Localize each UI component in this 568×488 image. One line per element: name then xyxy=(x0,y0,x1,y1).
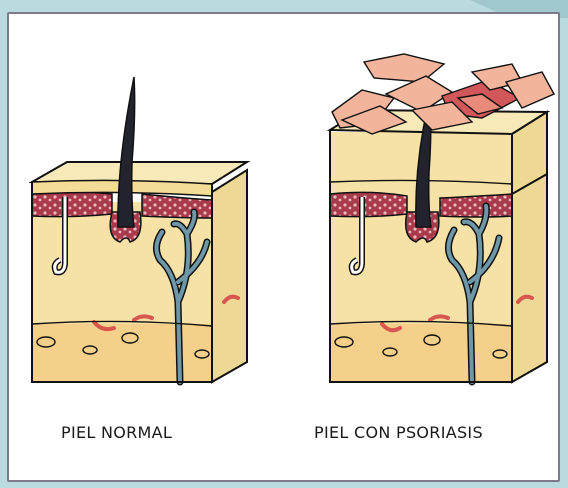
normal-skin-block xyxy=(32,77,247,382)
label-normal-skin: PIEL NORMAL xyxy=(61,423,172,442)
psoriasis-skin-block xyxy=(330,54,554,382)
skin-cross-sections xyxy=(9,14,560,482)
illustration-panel: PIEL NORMAL PIEL CON PSORIASIS xyxy=(7,12,560,482)
label-psoriasis-skin: PIEL CON PSORIASIS xyxy=(314,423,483,442)
